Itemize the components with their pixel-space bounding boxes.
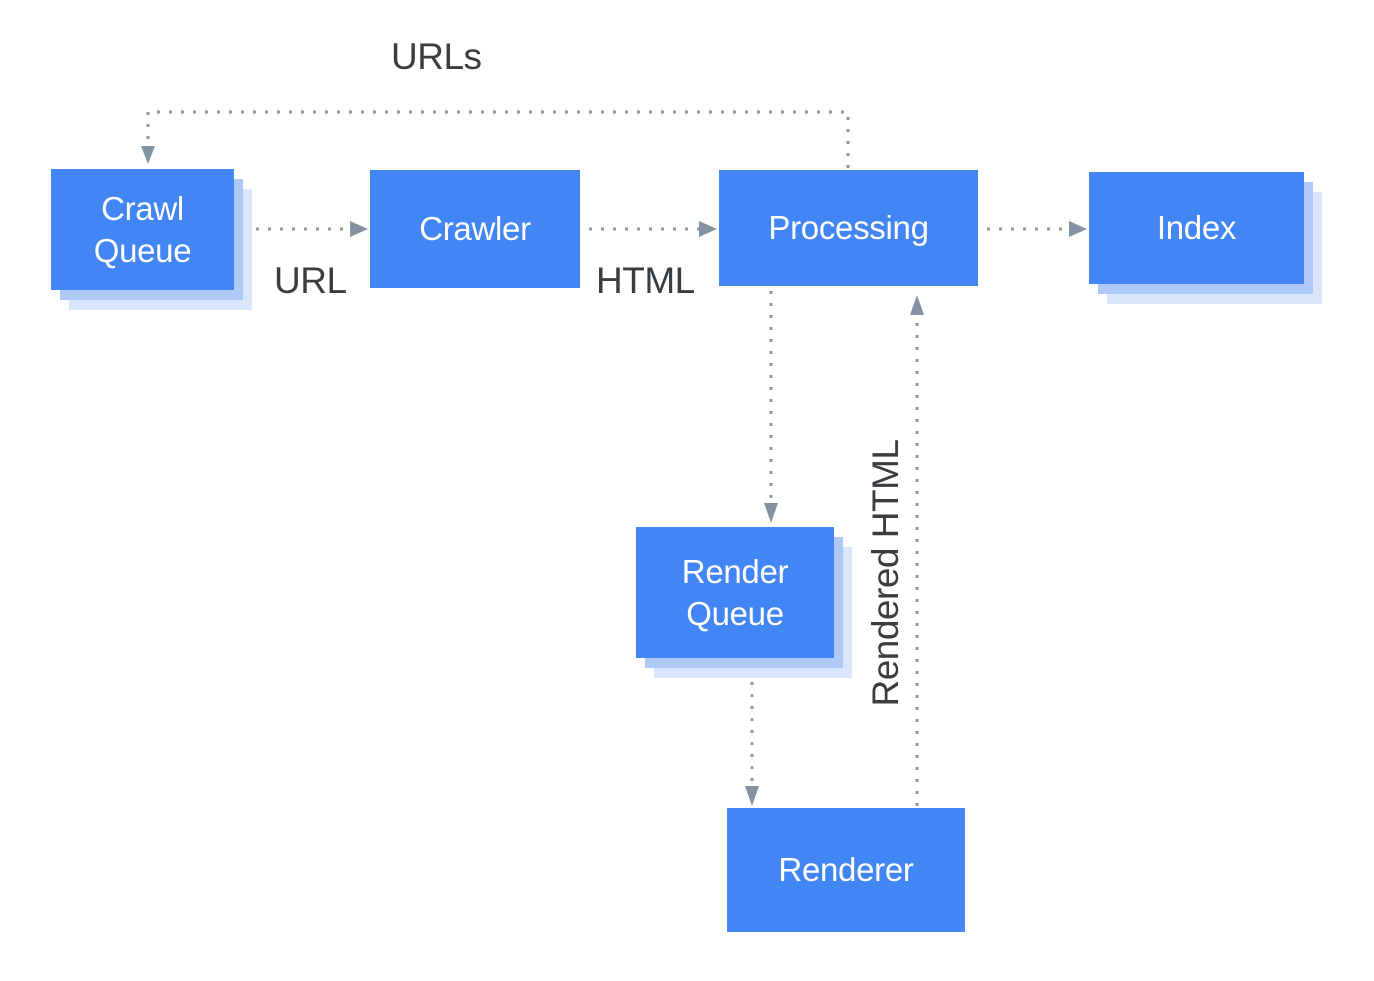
arrowhead-right-index <box>1069 221 1087 237</box>
node-renderer-label: Renderer <box>778 851 914 889</box>
arrowhead-down-crawl-queue <box>141 146 155 164</box>
arrowhead-right-processing <box>699 221 717 237</box>
node-crawler: Crawler <box>370 170 580 288</box>
node-render-queue-label: Render Queue <box>681 552 789 632</box>
edge-label-html: HTML <box>596 260 695 301</box>
arrowhead-down-renderer <box>745 786 759 806</box>
node-crawl-queue: Crawl Queue <box>51 169 234 290</box>
node-renderer: Renderer <box>727 808 965 932</box>
edge-processing-to-crawl-queue <box>146 110 850 168</box>
node-processing-label: Processing <box>768 209 929 247</box>
node-index-label: Index <box>1156 209 1237 247</box>
arrowhead-right-crawler <box>350 221 368 237</box>
edge-label-rendered-html: Rendered HTML <box>865 439 906 707</box>
node-crawl-queue-label: Crawl Queue <box>93 189 192 269</box>
node-crawler-label: Crawler <box>419 210 531 248</box>
node-processing: Processing <box>719 170 978 286</box>
node-index: Index <box>1089 172 1304 284</box>
arrowhead-up-processing <box>910 295 924 315</box>
edge-label-url: URL <box>274 260 347 301</box>
node-render-queue: Render Queue <box>636 527 834 658</box>
edge-label-urls: URLs <box>391 36 482 77</box>
arrowhead-down-render-queue <box>764 503 778 523</box>
